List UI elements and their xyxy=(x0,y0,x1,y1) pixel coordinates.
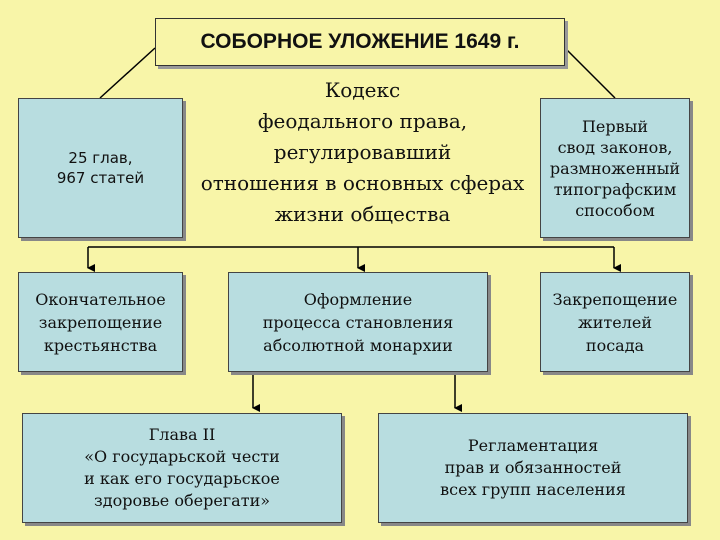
row2-left-line-3: крестьянства xyxy=(43,335,158,355)
row3-left-line-3: и как его государьское xyxy=(84,469,280,488)
center-line-1: Кодекс xyxy=(324,78,401,102)
absolute-monarchy-box: Оформление процесса становления абсолютн… xyxy=(228,272,488,372)
center-line-3: регулировавший xyxy=(273,140,452,164)
right-box-line-3: размноженный xyxy=(549,158,681,178)
line-title-right xyxy=(564,47,616,99)
row3-left-line-4: здоровье оберегати» xyxy=(93,491,271,510)
rights-regulation-box: Регламентация прав и обязанностей всех г… xyxy=(378,413,688,523)
chapters-articles-box: 25 глав, 967 статей xyxy=(18,98,183,238)
center-line-4: отношения в основных сферах xyxy=(200,171,525,195)
row3-right-line-3: всех групп населения xyxy=(440,480,626,499)
posad-enserfment-box: Закрепощение жителей посада xyxy=(540,272,690,372)
left-box-line-1: 25 глав, xyxy=(68,149,133,167)
center-line-2: феодального права, xyxy=(257,109,468,133)
row2-left-line-2: закрепощение xyxy=(38,312,163,332)
center-description: Кодекс феодального права, регулировавший… xyxy=(190,75,535,230)
row2-left-line-1: Окончательное xyxy=(35,289,166,309)
right-box-line-5: способом xyxy=(575,200,655,220)
row2-middle-line-1: Оформление xyxy=(303,289,413,309)
row2-middle-line-2: процесса становления xyxy=(262,312,454,332)
row3-left-line-1: Глава II xyxy=(148,425,216,444)
line-title-left xyxy=(99,47,156,99)
row3-right-line-1: Регламентация xyxy=(467,436,599,455)
row3-right-line-2: прав и обязанностей xyxy=(444,458,622,477)
row2-right-line-3: посада xyxy=(585,335,645,355)
right-box-line-1: Первый xyxy=(581,116,649,136)
left-box-line-2: 967 статей xyxy=(56,169,145,187)
right-box-line-4: типографским xyxy=(553,179,677,199)
title-box: СОБОРНОЕ УЛОЖЕНИЕ 1649 г. xyxy=(155,18,565,66)
row2-middle-line-3: абсолютной монархии xyxy=(263,335,453,355)
row2-right-line-2: жителей xyxy=(578,312,652,332)
right-box-line-2: свод законов, xyxy=(557,137,673,157)
row2-right-line-1: Закрепощение xyxy=(552,289,678,309)
page-title: СОБОРНОЕ УЛОЖЕНИЕ 1649 г. xyxy=(200,30,520,54)
peasant-enserfment-box: Окончательное закрепощение крестьянства xyxy=(18,272,183,372)
center-line-5: жизни общества xyxy=(274,202,451,226)
chapter-two-box: Глава II «О государьской чести и как его… xyxy=(22,413,342,523)
first-code-box: Первый свод законов, размноженный типогр… xyxy=(540,98,690,238)
row3-left-line-2: «О государьской чести xyxy=(84,447,280,466)
